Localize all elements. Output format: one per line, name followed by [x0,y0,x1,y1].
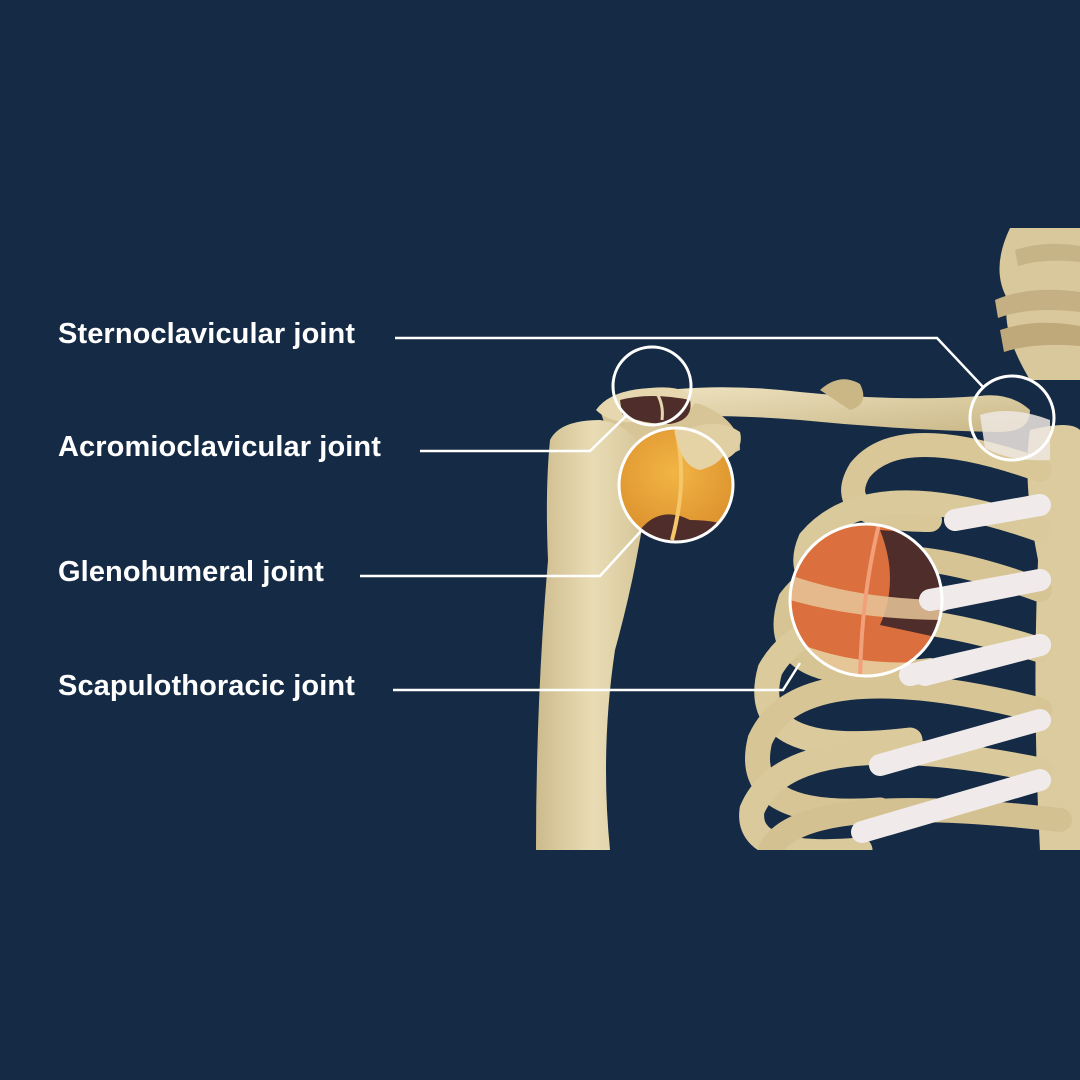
acromioclavicular-circle [611,345,693,427]
humerus [536,420,650,850]
sternoclavicular-leader-line [395,336,985,389]
glenohumeral-leader-line [360,530,642,578]
sternoclavicular-circle [968,374,1056,462]
cervical-spine [995,228,1080,380]
glenohumeral-highlight [619,428,733,542]
scapulothoracic-label: Scapulothoracic joint [58,670,355,702]
scapulothoracic-leader-line [393,662,802,692]
acromioclavicular-highlight [620,391,691,424]
acromioclavicular-label: Acromioclavicular joint [58,431,381,463]
acromioclavicular-leader-line [420,415,627,453]
clavicle [615,387,1030,432]
scapulothoracic-circle [788,522,944,678]
glenohumeral-label: Glenohumeral joint [58,556,325,588]
sternoclavicular-highlight [980,411,1050,461]
sternoclavicular-label: Sternoclavicular joint [58,318,356,350]
glenohumeral-circle [617,426,735,544]
